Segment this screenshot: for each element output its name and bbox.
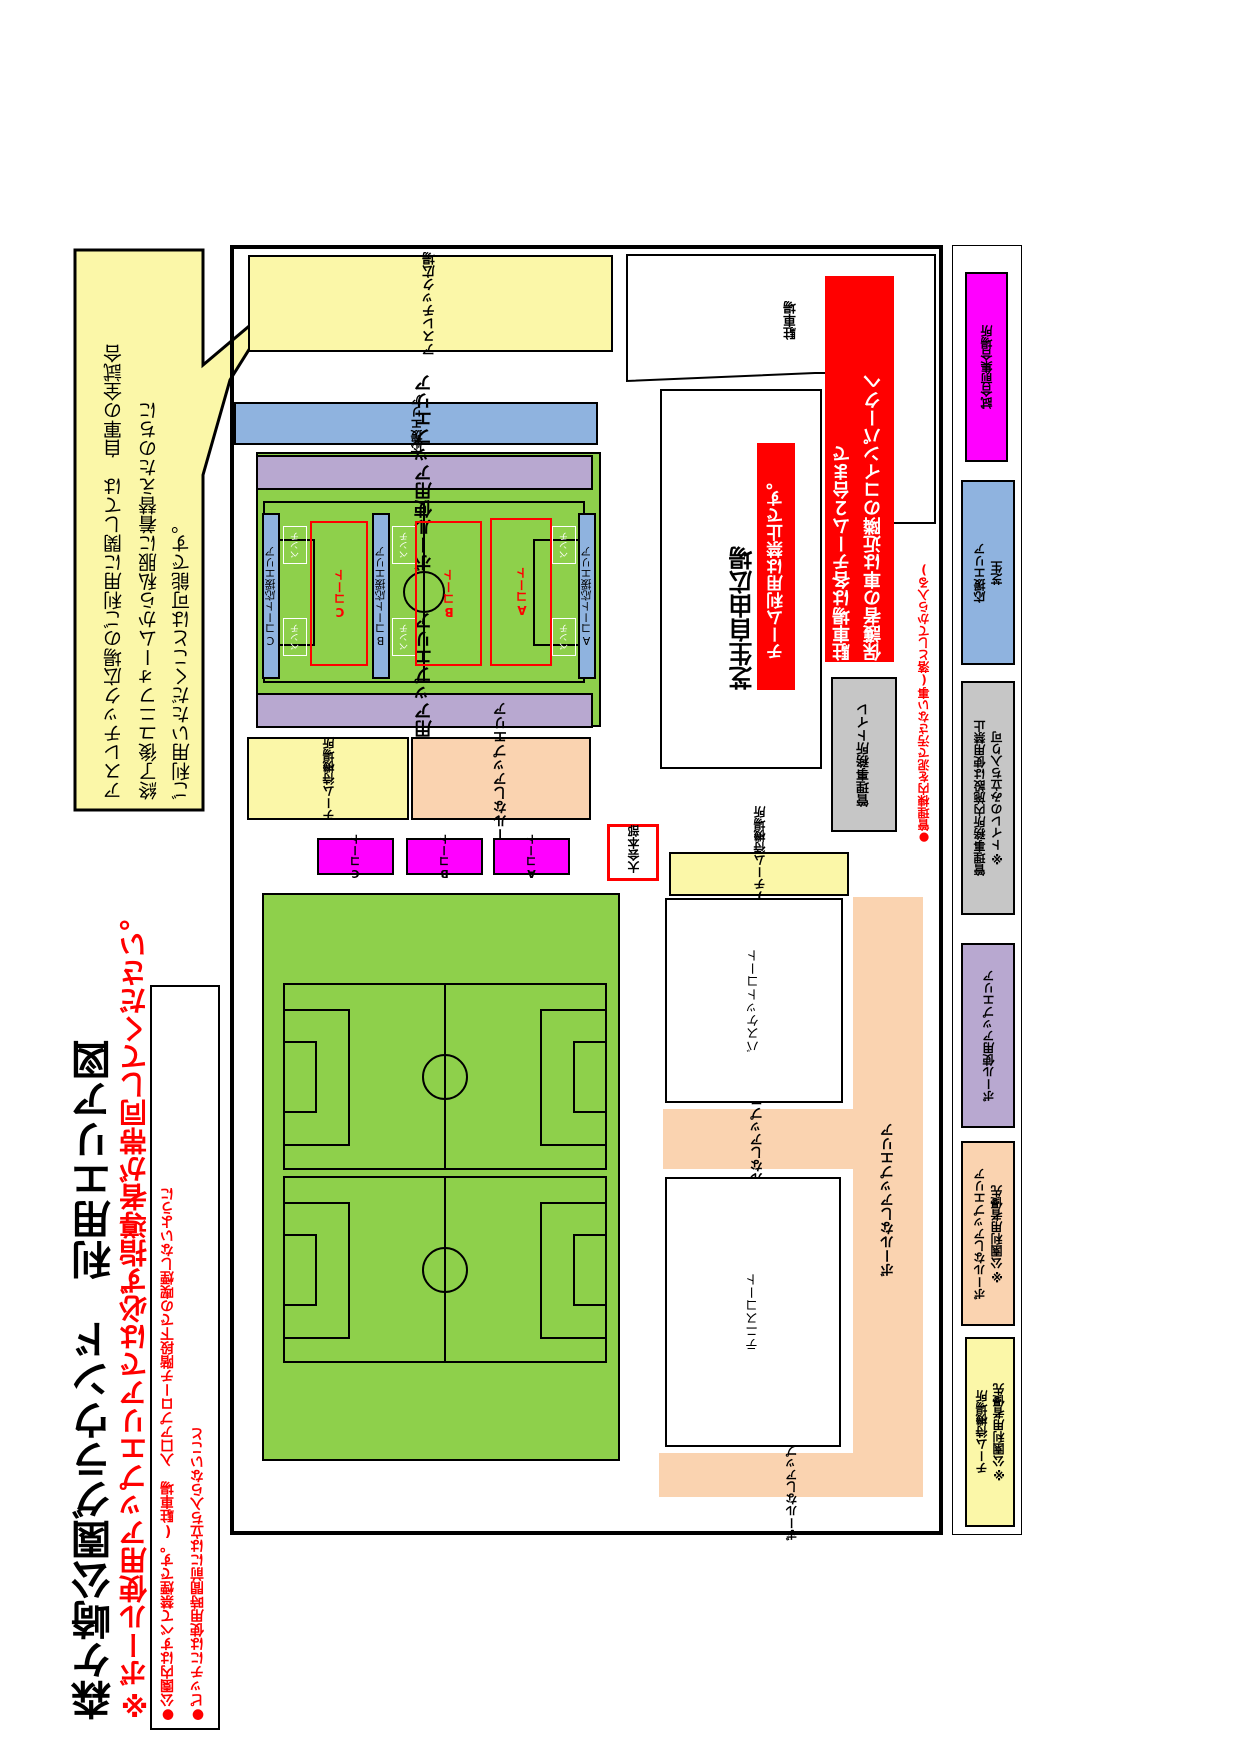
legend-no-ball-label-1: ボールなしアップエリア: [973, 1167, 987, 1300]
support-area-top: 応援エリア: [234, 394, 598, 454]
no-ball-up-area-1: ボールなしアップエリア: [411, 702, 591, 856]
notes-box: ●公園内はすべて禁煙です。(駐車場 入口アプローチ階段下での喫煙しないように ●…: [150, 985, 220, 1730]
a-court: Aコート: [490, 518, 552, 666]
tournament-hq: 大会本部: [607, 824, 659, 881]
map-frame: [230, 245, 943, 1535]
c-court: Cコート: [310, 521, 368, 666]
a-court-gather: Aコート: [493, 834, 570, 880]
bench-label: ベンチ: [559, 531, 570, 559]
legend-no-ball: ボールなしアップエリア ※公園利用者優先: [961, 1141, 1015, 1326]
legend-office-ban: 管理事務所内施設は使用禁止 ※トイレのみ立ち入り可: [961, 681, 1015, 915]
legend-office-ban-label-1: 管理事務所内施設は使用禁止: [973, 720, 987, 876]
no-ball-up-area-right-strip: [853, 897, 923, 1497]
legend-team-wait: チーム待機場所 ※公園利用者優先: [965, 1337, 1015, 1527]
callout-line2: 終了後ユニフォームから私服に着替えたのちに: [138, 401, 160, 800]
parking-label: 駐車場: [784, 301, 799, 340]
no-ball-up-area-1-label: ボールなしアップエリア: [493, 701, 509, 856]
page-title: 森ケ崎公園グラウンド 利用エリア図: [72, 1040, 118, 1720]
team-ban-label: チーム利用は禁止です。: [766, 473, 787, 660]
ball-up-area-top: ボール使用アップエリア: [256, 374, 593, 572]
bench-c-2: ベンチ: [283, 618, 307, 656]
legend-team-wait-label-1: チーム待機場所: [975, 1390, 989, 1474]
b-court-label: Bコート: [442, 568, 456, 619]
tennis-court-label: テニスコート: [745, 1273, 761, 1351]
legend-office-ban-label-2: ※トイレのみ立ち入り可: [990, 731, 1004, 865]
no-ball-up-area-bottom: ボールなしアップエリア: [659, 1409, 923, 1541]
legend-support-label-1: 応援エリア: [973, 542, 987, 603]
athletic-plaza-label: アスレチック広場: [423, 251, 438, 356]
note-pitch: ●ピッチには使用時間前には立ち入らないこと: [190, 1427, 206, 1723]
ball-up-area-bottom: ボール使用アップエリア: [256, 612, 593, 810]
b-court-gather: Bコート: [406, 834, 483, 880]
office-toilet: 管理事務所トイレ: [831, 677, 897, 832]
c-court-gather: Cコート: [317, 834, 394, 880]
legend-panel: [952, 245, 1022, 1535]
c-court-support-area: Cコート応援エリア: [262, 513, 280, 679]
parking-note-line2: 保護者の車は近隣のコインパークへ: [863, 373, 884, 661]
a-court-support-label: Aコート応援エリア: [580, 545, 593, 647]
office-toilet-label: 管理事務所トイレ: [856, 702, 872, 807]
basketball-court-label: バスケットコート: [746, 948, 762, 1053]
a-court-support-area: Aコート応援エリア: [578, 513, 596, 679]
legend-support-lawn: 応援エリア 芝生: [961, 480, 1015, 665]
parking-note-banner: 駐車場は各チーム２台まで 保護者の車は近隣のコインパークへ: [825, 276, 894, 662]
main-field-lines: [283, 983, 607, 1363]
bench-label: ベンチ: [290, 623, 301, 651]
legend-pre-match: 試合前集合場所: [965, 272, 1008, 462]
b-court-support-area: Bコート応援エリア: [372, 513, 390, 679]
bench-label: ベンチ: [399, 531, 410, 559]
c-court-label: Cコート: [332, 568, 347, 619]
bench-c-1: ベンチ: [283, 526, 307, 564]
tennis-court: テニスコート: [665, 1177, 841, 1447]
c-court-gather-label: Cコート: [348, 833, 362, 880]
team-waiting-area-1: チーム待機場所: [247, 736, 409, 821]
page-subtitle: ※ボール使用アップエリアでは必ず指導者が帯同してください。: [118, 903, 151, 1720]
a-court-gather-label: Aコート: [524, 833, 538, 880]
team-waiting-area-1-label: チーム待機場所: [321, 736, 336, 821]
athletic-plaza: アスレチック広場: [248, 252, 613, 356]
legend-ball-up-label: ボール使用アップエリア: [981, 969, 996, 1102]
b-court-support-label: Bコート応援エリア: [374, 545, 387, 647]
c-court-support-label: Cコート応援エリア: [264, 545, 277, 647]
tournament-hq-label: 大会本部: [626, 824, 641, 873]
parking-note-line1: 駐車場は各チーム２台まで: [832, 445, 853, 661]
passage-team-waiting: (通路)チーム待機場所: [669, 806, 849, 942]
legend-support-label-2: 芝生: [990, 560, 1004, 585]
legend-no-ball-label-2: ※公園利用者優先: [990, 1184, 1004, 1283]
bench-a-2: ベンチ: [552, 618, 576, 656]
lawn-plaza: [660, 389, 822, 769]
bench-b-1: ベンチ: [392, 526, 416, 564]
b-court-gather-label: Bコート: [437, 833, 451, 880]
mud-note: ●管理棟内を泥で汚さない事(落としてから入る): [917, 563, 931, 845]
a-court-label: Aコート: [514, 567, 529, 617]
bench-b-2: ベンチ: [392, 618, 416, 656]
callout-line1: アスレチック広場のご利用に関しては 自軍の全試合: [103, 344, 125, 800]
bench-label: ベンチ: [559, 623, 570, 651]
callout-line3: ご利用いただくことは可能です。: [171, 515, 193, 800]
team-ban-banner: チーム利用は禁止です。: [757, 443, 795, 690]
no-ball-up-area-right-label: ボールなしアップエリア: [880, 1123, 896, 1277]
basketball-court: バスケットコート: [665, 898, 843, 1103]
no-ball-up-area-mid: ボールなしアップエリア: [663, 1068, 853, 1211]
bench-label: ベンチ: [399, 623, 410, 651]
note-smoking: ●公園内はすべて禁煙です。(駐車場 入口アプローチ階段下での喫煙しないように: [160, 1187, 176, 1723]
bench-label: ベンチ: [290, 531, 301, 559]
lawn-plaza-label: 芝生自由広場: [729, 546, 757, 690]
legend-pre-match-label: 試合前集合場所: [980, 325, 994, 409]
legend-ball-up: ボール使用アップエリア: [961, 943, 1015, 1128]
legend-team-wait-label-2: ※公園利用者優先: [992, 1383, 1006, 1481]
no-ball-up-area-right-label-wrap: ボールなしアップエリア: [853, 1050, 923, 1350]
bench-a-1: ベンチ: [552, 526, 576, 564]
b-court: Bコート: [415, 521, 482, 666]
